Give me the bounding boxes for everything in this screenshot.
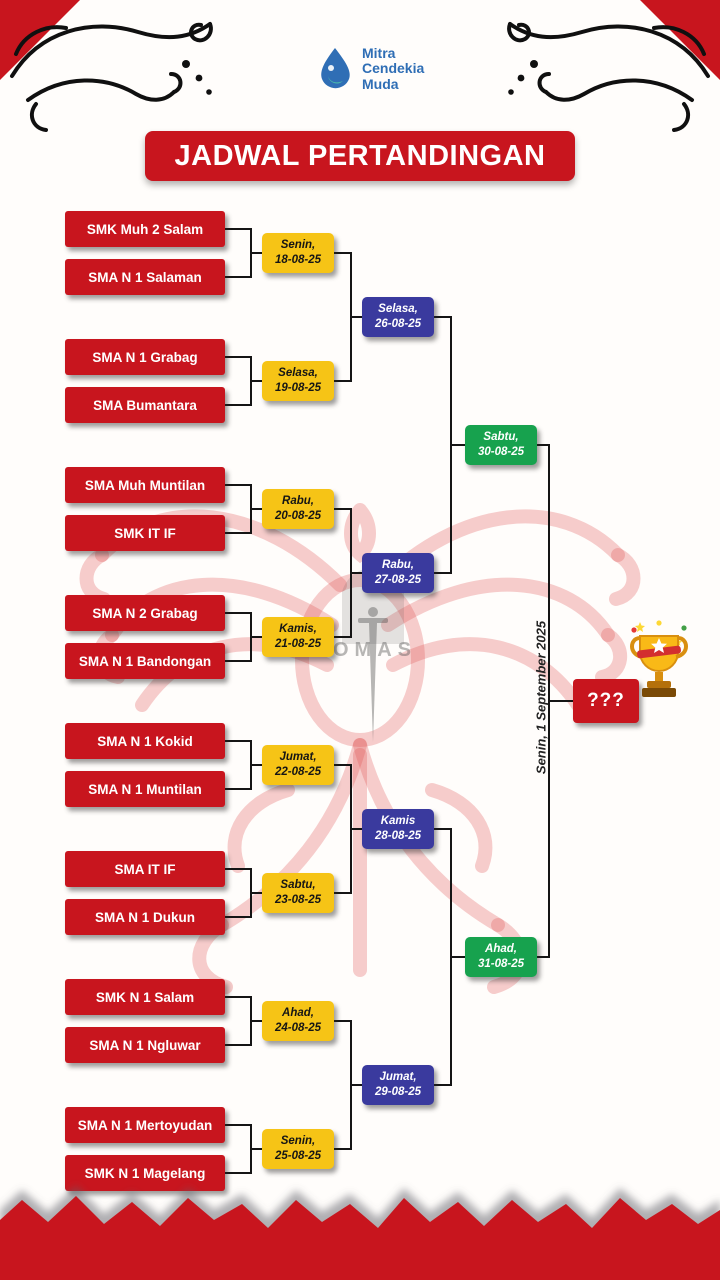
- match-date-round2: Kamis 28-08-25: [362, 809, 434, 849]
- match-date: 26-08-25: [374, 318, 422, 330]
- match-date: 18-08-25: [274, 254, 322, 266]
- team-box: SMA Muh Muntilan: [65, 467, 225, 503]
- match-day: Ahad,: [282, 1007, 314, 1020]
- match-date-semifinal: Sabtu, 30-08-25: [465, 425, 537, 465]
- match-date: 20-08-25: [274, 510, 322, 522]
- team-box: SMK N 1 Salam: [65, 979, 225, 1015]
- brand-name-line2: Cendekia: [362, 60, 425, 77]
- final-date-label: Senin, 1 September 2025: [533, 620, 549, 775]
- match-day: Kamis: [380, 815, 416, 828]
- brand-name-line3: Muda: [362, 75, 399, 92]
- match-date: 30-08-25: [477, 446, 525, 458]
- team-box: SMA N 1 Dukun: [65, 899, 225, 935]
- match-date-round2: Rabu, 27-08-25: [362, 553, 434, 593]
- match-date: 22-08-25: [274, 766, 322, 778]
- team-box: SMA N 1 Kokid: [65, 723, 225, 759]
- team-box: SMA N 1 Bandongan: [65, 643, 225, 679]
- match-day: Senin,: [280, 1135, 316, 1148]
- team-box: SMA N 1 Mertoyudan: [65, 1107, 225, 1143]
- match-date-round1: Senin, 25-08-25: [262, 1129, 334, 1169]
- team-box: SMK IT IF: [65, 515, 225, 551]
- match-date-round2: Jumat, 29-08-25: [362, 1065, 434, 1105]
- team-box: SMA Bumantara: [65, 387, 225, 423]
- title-banner: JADWAL PERTANDINGAN: [145, 131, 575, 181]
- match-date: 19-08-25: [274, 382, 322, 394]
- match-day: Jumat,: [379, 1071, 417, 1084]
- champion-placeholder: ???: [573, 679, 639, 723]
- match-day: Senin,: [280, 239, 316, 252]
- team-box: SMK Muh 2 Salam: [65, 211, 225, 247]
- match-day: Jumat,: [279, 751, 317, 764]
- brand-name-line1: Mitra: [362, 45, 396, 61]
- torn-paper-edge: [0, 1186, 720, 1280]
- match-date-semifinal: Ahad, 31-08-25: [465, 937, 537, 977]
- match-day: Rabu,: [282, 495, 314, 508]
- calligraphy-flourish-left: [10, 22, 213, 132]
- team-box: SMA N 1 Muntilan: [65, 771, 225, 807]
- trophy-icon: [630, 620, 688, 697]
- match-date-round1: Jumat, 22-08-25: [262, 745, 334, 785]
- match-date: 21-08-25: [274, 638, 322, 650]
- match-date-round2: Selasa, 26-08-25: [362, 297, 434, 337]
- match-day: Kamis,: [279, 623, 317, 636]
- match-date: 24-08-25: [274, 1022, 322, 1034]
- match-date-round1: Rabu, 20-08-25: [262, 489, 334, 529]
- team-box: SMK N 1 Magelang: [65, 1155, 225, 1191]
- match-date: 27-08-25: [374, 574, 422, 586]
- page-title: JADWAL PERTANDINGAN: [174, 139, 546, 172]
- brand-name: Mitra Cendekia Muda: [362, 45, 425, 92]
- match-date: 23-08-25: [274, 894, 322, 906]
- team-box: SMA N 1 Salaman: [65, 259, 225, 295]
- calligraphy-flourish-right: [507, 22, 710, 132]
- team-box: SMA N 1 Ngluwar: [65, 1027, 225, 1063]
- brand-logo: Mitra Cendekia Muda: [316, 45, 425, 92]
- match-date: 25-08-25: [274, 1150, 322, 1162]
- match-day: Rabu,: [382, 559, 414, 572]
- match-day: Selasa,: [278, 367, 318, 380]
- match-day: Selasa,: [378, 303, 418, 316]
- match-date-round1: Senin, 18-08-25: [262, 233, 334, 273]
- match-day: Sabtu,: [483, 431, 519, 444]
- match-day: Ahad,: [485, 943, 517, 956]
- team-box: SMA N 1 Grabag: [65, 339, 225, 375]
- match-date-round1: Kamis, 21-08-25: [262, 617, 334, 657]
- match-date-round1: Selasa, 19-08-25: [262, 361, 334, 401]
- match-day: Sabtu,: [280, 879, 316, 892]
- match-date: 28-08-25: [374, 830, 422, 842]
- team-box: SMA IT IF: [65, 851, 225, 887]
- match-date: 31-08-25: [477, 958, 525, 970]
- match-date-round1: Ahad, 24-08-25: [262, 1001, 334, 1041]
- team-box: SMA N 2 Grabag: [65, 595, 225, 631]
- brand-logo-icon: [321, 48, 350, 89]
- match-date-round1: Sabtu, 23-08-25: [262, 873, 334, 913]
- watermark-text: OMAS: [333, 639, 417, 661]
- match-date: 29-08-25: [374, 1086, 422, 1098]
